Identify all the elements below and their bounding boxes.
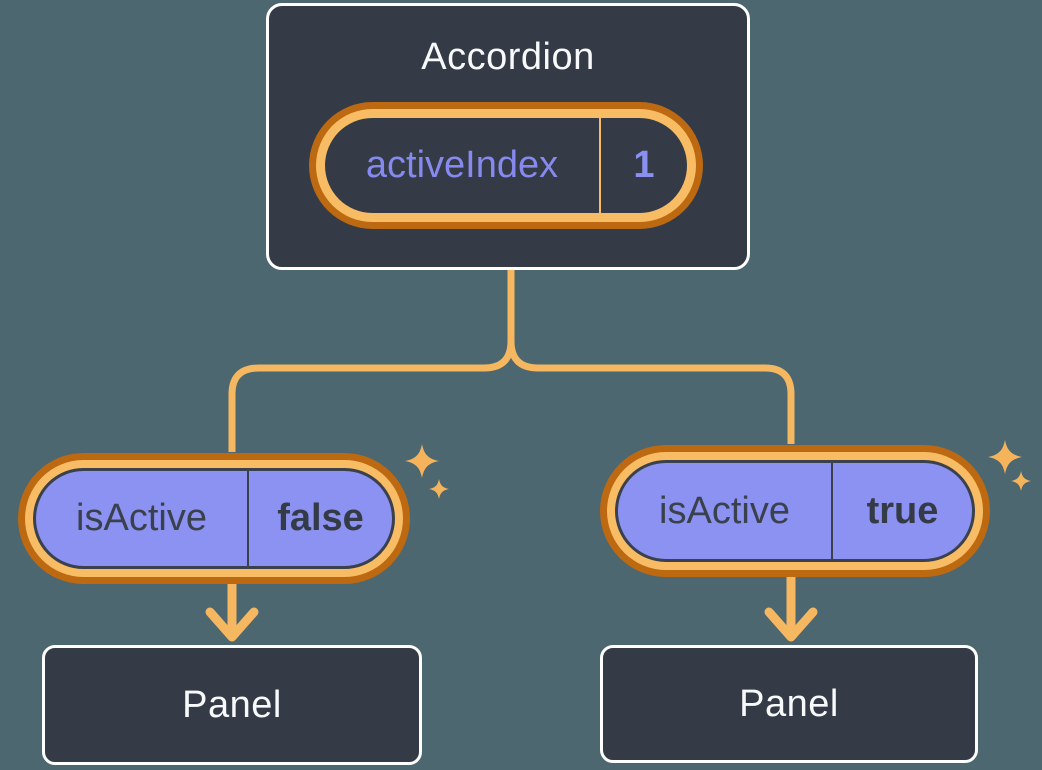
pill-divider (831, 463, 833, 559)
state-name: activeIndex (365, 144, 559, 186)
prop-value: false (277, 497, 364, 539)
down-arrow-icon (205, 577, 259, 642)
panel-component-box-left: Panel (42, 645, 422, 765)
panel-label: Panel (182, 683, 282, 726)
accordion-title: Accordion (421, 36, 595, 78)
prop-value: true (866, 489, 939, 532)
pill-divider (599, 118, 601, 213)
sparkle-icon (988, 440, 1031, 491)
prop-pill-is-active-right: isActive true (615, 460, 975, 562)
panel-component-box-right: Panel (600, 645, 978, 763)
state-pill-active-index: activeIndex 1 (325, 118, 687, 213)
prop-pill-is-active-left: isActive false (33, 468, 395, 569)
down-arrow-icon (764, 571, 818, 642)
panel-label: Panel (739, 682, 839, 725)
prop-name: isActive (76, 497, 207, 539)
state-value: 1 (633, 144, 655, 186)
pill-divider (247, 471, 249, 566)
tree-connector-line (228, 268, 795, 452)
prop-name: isActive (659, 489, 790, 532)
sparkle-icon (405, 444, 449, 499)
